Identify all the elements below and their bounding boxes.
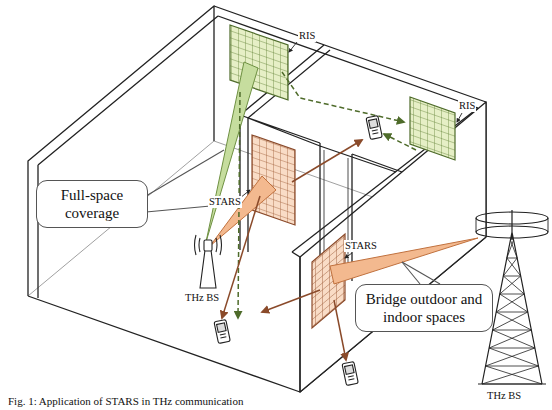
house-walls	[240, 115, 248, 252]
phone-icon	[369, 119, 378, 128]
phone-icon	[214, 320, 230, 344]
callout-box: Bridge outdoor and indoor spaces	[355, 284, 493, 332]
phone-icon	[220, 334, 226, 338]
house-walls	[218, 16, 478, 108]
callout-pointer	[146, 150, 224, 196]
tower-icon	[500, 276, 524, 294]
house-walls	[28, 6, 486, 392]
signal-arrow	[334, 300, 346, 360]
beam	[206, 62, 258, 242]
tower-icon	[476, 212, 548, 224]
callout-pointer	[146, 150, 440, 284]
part-label: RIS	[298, 30, 316, 42]
tower-icon	[496, 294, 528, 312]
callout-text: Bridge outdoor and indoor spaces	[363, 290, 485, 326]
signal-arrow	[262, 290, 320, 312]
signal-arrow	[292, 140, 362, 182]
phone-icon	[342, 362, 358, 386]
tower-icon	[486, 348, 539, 366]
phone-icon	[366, 116, 382, 140]
base-station-icon	[200, 250, 216, 288]
signal-arrow	[282, 72, 404, 122]
phone-icon	[342, 362, 358, 386]
figure-caption: Fig. 1: Application of STARS in THz comm…	[6, 395, 245, 408]
tower-icon	[476, 226, 548, 238]
tower-icon	[503, 258, 520, 276]
part-label: THz BS	[184, 292, 220, 304]
house-walls	[300, 102, 486, 392]
label-pointer	[457, 113, 462, 122]
base-station-icon	[195, 235, 222, 288]
signal-arrow	[222, 196, 260, 318]
tower-icon	[478, 383, 546, 384]
base-station-icon	[195, 235, 222, 255]
signal-arrow	[384, 134, 416, 150]
callout-pointer	[402, 262, 440, 284]
label-pointer	[240, 42, 462, 258]
house-walls	[299, 257, 300, 392]
phone-icon	[214, 320, 230, 344]
part-label: STARS	[344, 240, 378, 252]
tower-icon	[507, 240, 517, 258]
label-pointer	[289, 42, 297, 52]
phone-icon	[372, 130, 378, 134]
part-label: THz BS	[486, 390, 522, 402]
tower-icon	[493, 312, 532, 330]
tower-icon	[482, 366, 542, 384]
house-walls	[292, 252, 300, 257]
phone-icon	[348, 376, 354, 380]
tower-icon	[489, 330, 535, 348]
base-station-icon	[204, 240, 212, 251]
beam	[330, 238, 478, 284]
phone-icon	[217, 323, 226, 332]
beam	[206, 62, 478, 284]
label-pointer	[345, 253, 352, 258]
house-walls	[38, 16, 218, 298]
part-label: RIS	[458, 100, 476, 112]
tower-icon	[476, 218, 548, 232]
part-label: STARS	[208, 196, 242, 208]
phone-icon	[345, 365, 354, 374]
callout-box: Full-space coverage	[36, 180, 148, 228]
phone-icon	[366, 116, 382, 140]
ris-panel	[410, 97, 455, 160]
callout-text: Full-space coverage	[44, 186, 140, 222]
callout-pointer	[402, 262, 420, 284]
stars-panel	[252, 135, 345, 328]
phone-icon	[214, 116, 382, 386]
